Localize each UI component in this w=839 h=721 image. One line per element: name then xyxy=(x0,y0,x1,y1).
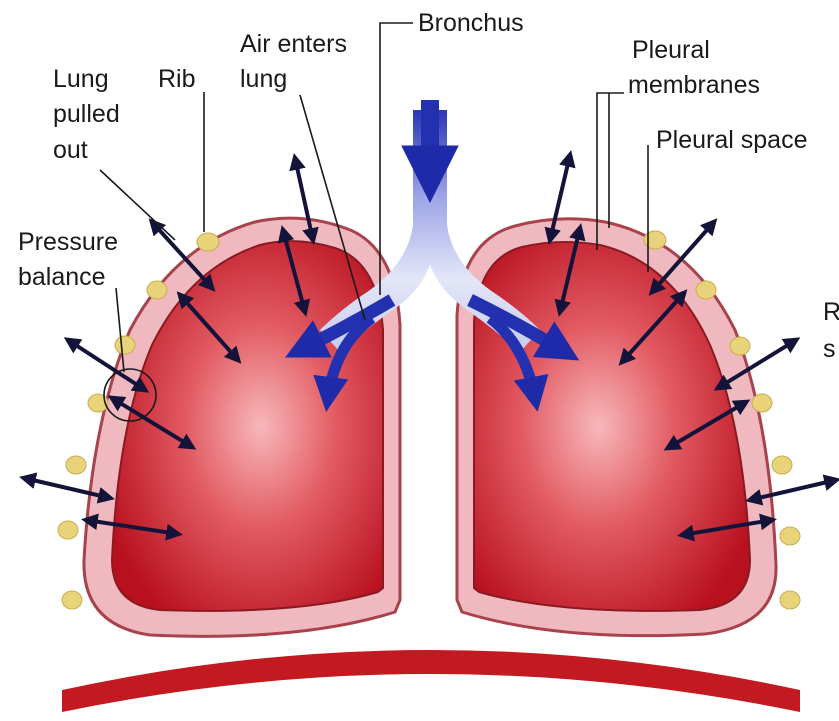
diaphragm xyxy=(62,650,800,712)
lung-pulled-label-line3: out xyxy=(53,136,88,164)
rib-icon xyxy=(66,456,86,474)
lung-pulled-label-line2: pulled xyxy=(53,100,120,128)
rib-icon xyxy=(58,521,78,539)
rib-icon xyxy=(730,337,750,355)
rib-icon xyxy=(115,336,135,354)
bronchus-label: Bronchus xyxy=(418,9,524,37)
rib-icon xyxy=(696,281,716,299)
rib-icon xyxy=(780,527,800,545)
rib-label: Rib xyxy=(158,65,196,93)
rib-icon xyxy=(197,233,219,251)
rib-icon xyxy=(752,394,772,412)
left-lung xyxy=(84,218,400,636)
cutoff-label: R xyxy=(823,298,839,326)
rib-icon xyxy=(147,281,167,299)
right-lung xyxy=(457,219,776,636)
air-enters-label-line2: lung xyxy=(240,65,287,93)
rib-icon xyxy=(62,591,82,609)
pressure-balance-label-line2: balance xyxy=(18,263,106,291)
pleural-space-label: Pleural space xyxy=(656,126,807,154)
lung-pulled-label: Lung xyxy=(53,65,109,93)
cutoff-label-line2: s xyxy=(823,335,836,363)
air-enters-label: Air enters xyxy=(240,30,347,58)
pleural-membranes-label-line2: membranes xyxy=(628,71,760,99)
pressure-balance-label: Pressure xyxy=(18,228,118,256)
rib-icon xyxy=(780,591,800,609)
rib-icon xyxy=(772,456,792,474)
pleural-membranes-label: Pleural xyxy=(632,36,710,64)
